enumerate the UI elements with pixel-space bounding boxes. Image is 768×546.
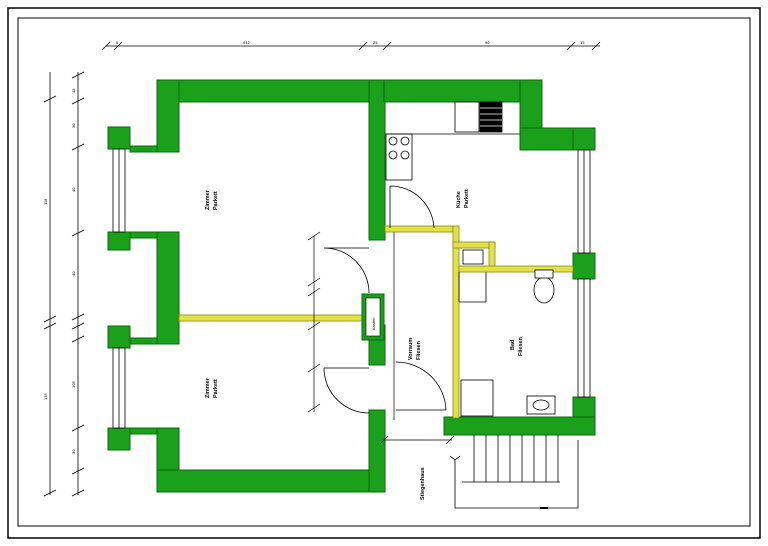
dim-left-4: 30 (71, 123, 76, 128)
room-kueche-name: Küche (456, 191, 462, 208)
wardrobe-inner (365, 297, 381, 337)
dim-top-2: 442 (243, 40, 250, 45)
outer-walls (107, 79, 596, 493)
room-zimmer-bottom-floor: Parkett (213, 379, 219, 398)
dim-top-4: 90 (485, 40, 490, 45)
dim-top-5: 15 (580, 40, 585, 45)
dim-left-5: 40 (71, 187, 76, 192)
outer-frame (7, 7, 761, 539)
room-vorraum-floor: Fliesen (416, 340, 422, 360)
dimension-line-left (43, 71, 85, 497)
dim-left-7: 105 (71, 381, 76, 388)
room-bad-name: Bad (510, 340, 516, 350)
staircase (449, 435, 579, 509)
bathroom-fixtures (460, 249, 556, 417)
room-zimmer-top-name: Zimmer (205, 189, 211, 210)
room-zimmer-bottom-name: Zimmer (205, 377, 211, 398)
dim-left-1: 118 (43, 198, 48, 205)
kitchen-fixtures (385, 101, 520, 181)
room-bad-floor: Fliesen (518, 336, 524, 356)
dim-left-2: 135 (43, 393, 48, 400)
dim-left-6: 40 (71, 271, 76, 276)
dim-top-1: 8 (116, 40, 119, 45)
label-stiegenhaus: Stiegenhaus (420, 467, 426, 500)
wardrobe-label: Kasten (371, 318, 376, 330)
dim-top-3: 25 (373, 40, 378, 45)
windows (112, 148, 591, 429)
dimension-line-top (101, 41, 601, 51)
room-vorraum-name: Vorraum (408, 338, 414, 360)
internal-dimensions (307, 231, 455, 445)
inner-frame (17, 17, 751, 527)
dim-left-8: 30 (71, 449, 76, 454)
inner-walls (178, 225, 574, 419)
doors (323, 185, 487, 414)
room-kueche-floor: Parkett (464, 189, 470, 208)
dim-left-3: 43 (71, 88, 76, 93)
room-zimmer-top-floor: Parkett (213, 191, 219, 210)
